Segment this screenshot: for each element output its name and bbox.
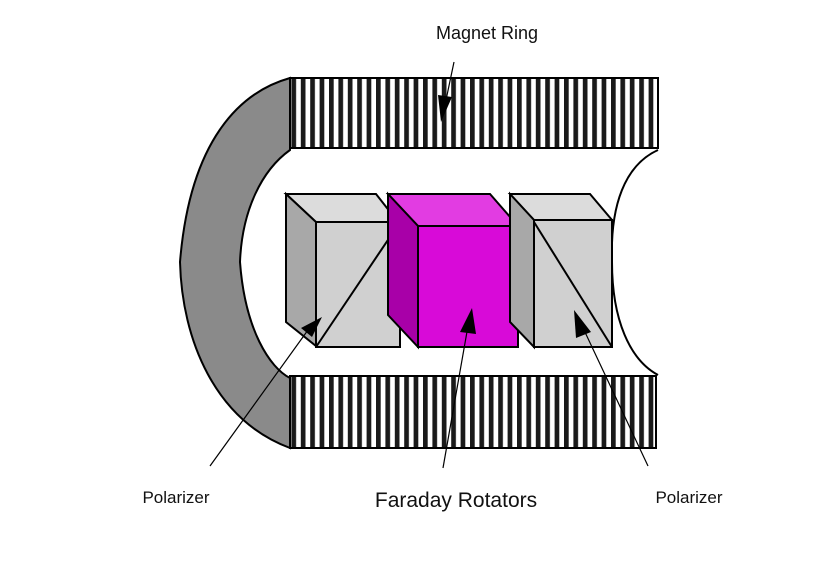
magnet-side-body bbox=[178, 76, 291, 450]
magnet-ring-bottom-bar bbox=[289, 375, 657, 449]
label-polarizer-left: Polarizer bbox=[142, 488, 209, 507]
label-faraday-rotators: Faraday Rotators bbox=[375, 489, 537, 512]
magnet-ring-top-bar bbox=[289, 77, 659, 149]
polarizer-left-cube bbox=[283, 191, 401, 349]
label-magnet-ring: Magnet Ring bbox=[436, 23, 538, 43]
leader-polarizer-left bbox=[209, 317, 322, 467]
arrowhead-icon bbox=[574, 310, 591, 338]
label-polarizer-right: Polarizer bbox=[655, 488, 722, 507]
arrowhead-icon bbox=[438, 95, 452, 122]
arrowhead-icon bbox=[301, 317, 322, 337]
faraday-rotator-cube bbox=[385, 191, 521, 350]
arrowhead-icon bbox=[460, 308, 476, 334]
polarizer-right-cube bbox=[507, 191, 615, 350]
leader-faraday bbox=[442, 308, 476, 469]
leader-magnet-ring bbox=[438, 61, 455, 122]
leader-polarizer-right bbox=[574, 310, 649, 467]
magnet-right-edge bbox=[610, 149, 659, 376]
